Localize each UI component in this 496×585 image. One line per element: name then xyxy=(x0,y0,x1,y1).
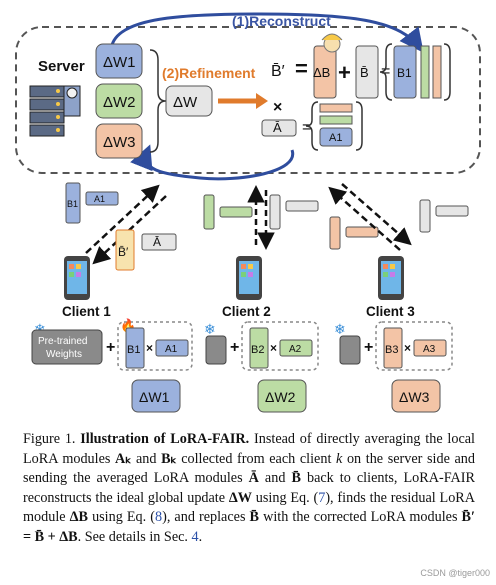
client3-arrows xyxy=(328,186,401,251)
svg-text:Ā: Ā xyxy=(273,120,282,135)
client1-delta-w: ΔW1 xyxy=(131,379,181,413)
reconstruct-label: (1)Reconstruct xyxy=(232,13,331,29)
b1-box: B1 xyxy=(393,45,417,99)
svg-text:A3: A3 xyxy=(423,344,436,355)
svg-text:❄: ❄ xyxy=(204,321,216,337)
client2-phone-icon xyxy=(236,256,262,300)
svg-text:ΔW1: ΔW1 xyxy=(139,389,170,405)
server-label: Server xyxy=(38,58,85,75)
svg-text:ΔW3: ΔW3 xyxy=(399,389,430,405)
b-stack-green xyxy=(420,45,430,99)
svg-text:A1: A1 xyxy=(165,344,178,355)
server-icon xyxy=(29,85,81,137)
a-stack-orange xyxy=(319,103,353,113)
delta-w-box: ΔW xyxy=(165,85,213,117)
reconstruct-arrow xyxy=(110,12,424,53)
client2-label: Client 2 xyxy=(222,304,271,319)
server-delta-2: ΔW2 xyxy=(95,83,143,119)
b-stack-brace xyxy=(379,43,393,101)
svg-text:+: + xyxy=(106,339,115,356)
client1-phone-icon xyxy=(64,256,90,300)
client3-pretrained-box xyxy=(339,335,361,365)
client1-b-box: B1 xyxy=(125,327,145,369)
svg-text:ΔW2: ΔW2 xyxy=(265,389,296,405)
client2-delta-w: ΔW2 xyxy=(257,379,307,413)
a1-box: A1 xyxy=(319,127,353,147)
b-stack-orange xyxy=(432,45,442,99)
svg-text:B1: B1 xyxy=(127,344,140,356)
client2-upload xyxy=(203,194,319,230)
server-loop-arrow xyxy=(130,144,295,181)
a-bar-box: Ā xyxy=(261,119,297,137)
svg-text:B1: B1 xyxy=(67,199,78,209)
svg-text:B1: B1 xyxy=(397,66,412,80)
watermark: CSDN @tiger000 xyxy=(420,568,490,578)
client3-upload xyxy=(329,199,469,250)
svg-text:B̄′: B̄′ xyxy=(118,245,129,259)
svg-text:B3: B3 xyxy=(385,344,398,356)
client3-a-box: A3 xyxy=(413,339,447,357)
eq8-link[interactable]: 8 xyxy=(155,509,163,526)
svg-text:=: = xyxy=(302,119,311,136)
svg-text:Ā: Ā xyxy=(153,235,161,249)
b-prime-label: B̄′ xyxy=(271,63,285,80)
figure-caption: Figure 1. Illustration of LoRA-FAIR. Ins… xyxy=(23,431,476,545)
svg-text:×: × xyxy=(146,341,153,355)
pretrained-weights-box: Pre-trained Weights xyxy=(31,329,103,365)
svg-text:ΔB: ΔB xyxy=(313,65,330,80)
svg-text:Weights: Weights xyxy=(46,349,82,360)
svg-text:+: + xyxy=(364,339,373,356)
svg-text:ΔW1: ΔW1 xyxy=(103,54,136,71)
svg-text:A1: A1 xyxy=(329,132,342,144)
server-delta-3: ΔW3 xyxy=(95,123,143,159)
a-stack-brace xyxy=(305,101,319,151)
svg-text:×: × xyxy=(404,341,411,355)
sec4-link[interactable]: 4 xyxy=(191,528,199,545)
eq7-link[interactable]: 7 xyxy=(318,489,326,506)
svg-text:A2: A2 xyxy=(289,344,302,355)
equals-sign-2: = xyxy=(381,63,390,80)
client1-label: Client 1 xyxy=(62,304,111,319)
client3-label: Client 3 xyxy=(366,304,415,319)
times-sign: × xyxy=(273,99,282,116)
b-bar-box: B̄ xyxy=(355,45,379,99)
client3-lora-box xyxy=(375,321,453,371)
svg-text:ΔW: ΔW xyxy=(173,94,198,111)
client2-b-box: B2 xyxy=(249,327,269,369)
svg-text:A1: A1 xyxy=(94,194,105,204)
svg-text:+: + xyxy=(230,339,239,356)
client1-download: B̄′ Ā xyxy=(115,229,177,271)
a-stack-green xyxy=(319,115,353,125)
server-box xyxy=(15,26,481,174)
client3-phone-icon xyxy=(378,256,404,300)
client2-pretrained-box xyxy=(205,335,227,365)
client3-delta-w: ΔW3 xyxy=(391,379,441,413)
client1-upload: B1 A1 xyxy=(65,182,119,224)
svg-text:×: × xyxy=(270,341,277,355)
person-icon xyxy=(321,33,343,53)
refinement-label: (2)Refinement xyxy=(162,65,256,81)
svg-text:B2: B2 xyxy=(251,344,264,356)
svg-text:ΔW2: ΔW2 xyxy=(103,94,136,111)
plus-sign: + xyxy=(338,60,351,85)
client3-b-box: B3 xyxy=(383,327,403,369)
client1-lora-box xyxy=(117,321,193,371)
client2-lora-box xyxy=(241,321,319,371)
snowflake-icon: ❄ xyxy=(34,321,46,337)
equals-sign: = xyxy=(295,56,308,81)
svg-text:❄: ❄ xyxy=(334,321,346,337)
svg-text:Pre-trained: Pre-trained xyxy=(38,336,87,347)
svg-text:B̄: B̄ xyxy=(360,65,369,80)
server-delta-1: ΔW1 xyxy=(95,43,143,79)
delta-b-box: ΔB xyxy=(313,45,337,99)
client1-arrows xyxy=(85,184,160,254)
svg-text:ΔW3: ΔW3 xyxy=(103,134,136,151)
client1-a-box: A1 xyxy=(155,339,189,357)
client2-a-box: A2 xyxy=(279,339,313,357)
